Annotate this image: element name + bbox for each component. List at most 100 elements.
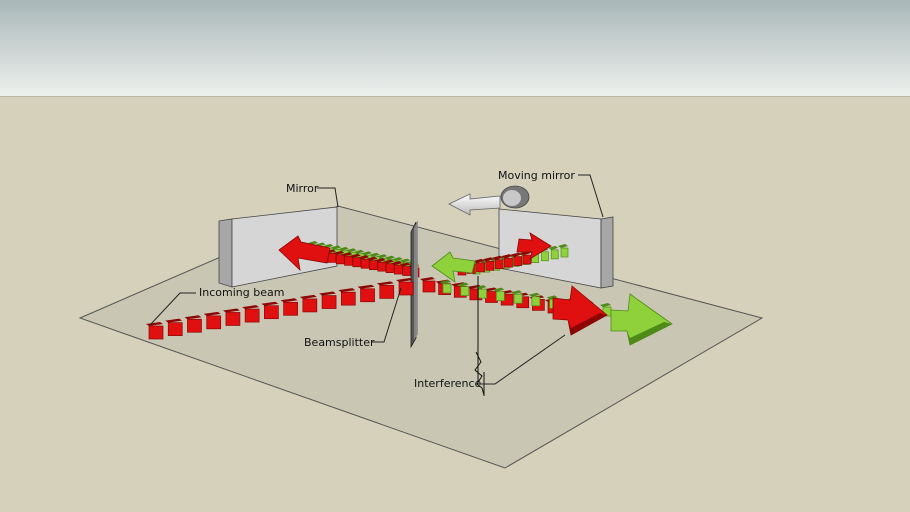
incoming-beam-block-top bbox=[338, 288, 356, 293]
arrow-right-shadow bbox=[627, 322, 672, 345]
beamsplitter-leader bbox=[372, 287, 402, 343]
fixed-mirror-front bbox=[218, 218, 233, 288]
return-beam-green-block-top bbox=[392, 257, 403, 262]
sky bbox=[0, 0, 910, 97]
incoming-beam-block bbox=[244, 308, 260, 323]
return-beam-green-block-top bbox=[338, 246, 349, 251]
incoming-beam-block bbox=[187, 318, 202, 333]
incoming-beam-block bbox=[206, 315, 222, 330]
return-beam-green-block-top bbox=[331, 245, 342, 250]
arrow-left-icon bbox=[278, 235, 331, 272]
moving-arm-green-block bbox=[550, 249, 559, 260]
output-beam-green-block-top bbox=[457, 282, 469, 287]
incoming-beam-block bbox=[340, 291, 356, 306]
moving-mirror-leader bbox=[578, 174, 604, 218]
incoming-beam-block-top bbox=[376, 281, 394, 286]
return-beam-red-block bbox=[327, 253, 337, 263]
incoming-beam-leader bbox=[149, 292, 196, 326]
return-beam-green-block-top bbox=[354, 249, 365, 254]
return-beam-red-block bbox=[377, 261, 387, 272]
moving-arm-red-block bbox=[504, 257, 513, 268]
incoming-beam-block bbox=[264, 305, 279, 320]
incoming-beam-block bbox=[398, 281, 414, 296]
label-moving-mirror: Moving mirror bbox=[498, 169, 575, 182]
return-beam-green-block-top bbox=[384, 255, 395, 260]
return-beam-red-block bbox=[385, 263, 395, 273]
return-beam-red-block bbox=[402, 266, 412, 276]
incoming-beam-block-top bbox=[203, 311, 221, 316]
incoming-beam-block bbox=[302, 298, 318, 313]
label-incoming-beam: Incoming beam bbox=[199, 286, 284, 299]
incoming-beam-block bbox=[225, 312, 241, 326]
incoming-beam-block bbox=[283, 301, 298, 316]
output-beam-green-block-top bbox=[493, 287, 505, 292]
moving-arm-red-block-top bbox=[473, 258, 485, 263]
mirror-leader bbox=[317, 187, 339, 208]
incoming-beam-block-top bbox=[184, 315, 202, 320]
return-beam-red-block bbox=[335, 254, 345, 265]
moving-arm-green-block bbox=[560, 247, 569, 258]
output-beam-red-block bbox=[422, 280, 436, 293]
incoming-beam-block-top bbox=[222, 308, 240, 313]
beamsplitter-face bbox=[414, 220, 418, 340]
return-beam-red-block-top bbox=[366, 256, 378, 261]
label-mirror: Mirror bbox=[286, 182, 319, 195]
return-beam-red-block bbox=[352, 257, 362, 268]
incoming-beam-block-top bbox=[261, 301, 279, 306]
return-beam-red-block-top bbox=[399, 262, 411, 267]
double-headed-arrow-icon bbox=[448, 185, 530, 216]
output-beam-green-block bbox=[513, 293, 523, 304]
output-beam-green-block bbox=[442, 283, 452, 294]
return-beam-red-block bbox=[344, 255, 353, 266]
return-beam-green-block-top bbox=[400, 258, 411, 263]
incoming-beam-block-top bbox=[165, 318, 183, 323]
incoming-beam-block bbox=[379, 285, 395, 299]
arrow-right-icon bbox=[516, 232, 552, 260]
moving-arm-red-block bbox=[513, 256, 523, 266]
incoming-beam-block-top bbox=[319, 291, 337, 296]
incoming-beam-block-top bbox=[242, 305, 260, 310]
incoming-beam-block-top bbox=[396, 278, 413, 282]
moving-mirror-side bbox=[600, 216, 614, 289]
incoming-beam-block-top bbox=[280, 298, 298, 303]
incoming-beam-block bbox=[148, 325, 164, 340]
incoming-beam bbox=[146, 278, 414, 340]
output-beam-green-block bbox=[460, 286, 470, 296]
moving-arm-green-block-top bbox=[548, 245, 559, 250]
moving-arm-red-block bbox=[485, 260, 495, 271]
incoming-beam-block bbox=[360, 288, 375, 303]
moving-arm-red-block-top bbox=[482, 257, 494, 262]
return-beam-red-block-top bbox=[349, 253, 361, 258]
output-beam-green-block bbox=[478, 288, 487, 299]
return-beam-red-block-top bbox=[391, 261, 403, 266]
output-beam-green-block bbox=[531, 296, 541, 307]
leader-lines bbox=[149, 174, 604, 385]
beamsplitter-plate bbox=[410, 220, 418, 349]
interference-leader bbox=[479, 334, 566, 385]
return-beam-red-block bbox=[360, 258, 370, 269]
output-beam-red-block bbox=[485, 291, 498, 303]
moving-arm-red-block bbox=[476, 262, 485, 273]
return-beam-red-block-top bbox=[383, 259, 395, 264]
label-interference: Interference bbox=[414, 377, 482, 390]
output-beam-red-block-top bbox=[420, 277, 435, 281]
moving-arm-green-block bbox=[541, 251, 549, 262]
return-beam-red-block-top bbox=[341, 252, 353, 257]
label-beamsplitter: Beamsplitter bbox=[304, 336, 375, 349]
output-beam-green-block-top bbox=[511, 290, 523, 295]
return-beam-red-block-top bbox=[333, 250, 345, 255]
output-beam-green-block-top bbox=[528, 292, 540, 297]
output-arrow-red bbox=[552, 285, 608, 336]
return-beam-red-block-top bbox=[374, 258, 386, 263]
return-beam-green-block-top bbox=[377, 254, 388, 259]
incoming-beam-block-top bbox=[357, 284, 375, 289]
output-beam-red-block-top bbox=[451, 282, 467, 287]
moving-arm-red-block bbox=[494, 259, 504, 270]
arrow-right-shadow bbox=[568, 313, 607, 335]
moving-arm-red-block-top bbox=[492, 255, 504, 260]
incoming-beam-block-top bbox=[299, 294, 317, 299]
return-beam-red-block-top bbox=[358, 255, 370, 260]
return-beam-red-block bbox=[394, 264, 403, 275]
return-beam-green-block-top bbox=[369, 252, 380, 257]
